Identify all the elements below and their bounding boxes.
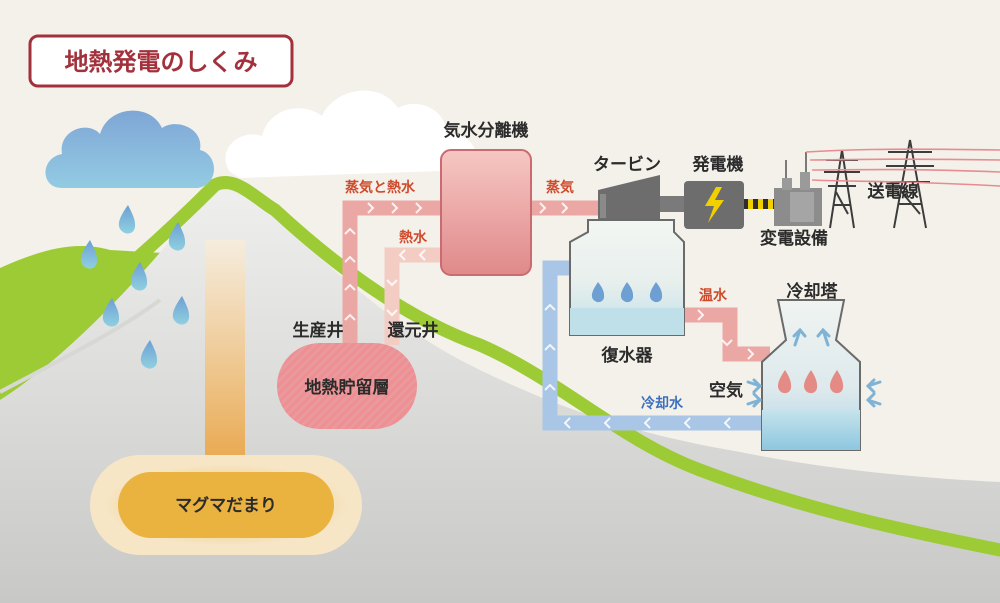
transformer-icon bbox=[774, 152, 822, 226]
magma-label: マグマだまり bbox=[175, 495, 277, 516]
magma-conduit bbox=[205, 240, 245, 470]
tower-droplets-icon bbox=[777, 370, 844, 394]
air-label: 空気 bbox=[709, 380, 743, 401]
page-title: 地熱発電のしくみ bbox=[65, 48, 258, 76]
flow-label-steam-hotwater: 蒸気と熱水 bbox=[345, 179, 416, 196]
rain-drops-icon bbox=[80, 205, 190, 369]
production-well-label: 生産井 bbox=[293, 320, 344, 341]
power-cable bbox=[744, 199, 774, 209]
separator-tank bbox=[440, 149, 532, 276]
title-box bbox=[28, 34, 294, 88]
warm-water-pipe bbox=[684, 307, 770, 362]
transformer-label: 変電設備 bbox=[760, 228, 828, 249]
flow-label-cooling-water: 冷却水 bbox=[641, 395, 684, 412]
condenser-label: 復水器 bbox=[601, 345, 654, 366]
flow-label-steam: 蒸気 bbox=[546, 179, 574, 196]
turbine-shaft bbox=[660, 196, 684, 212]
air-arrows-icon bbox=[746, 327, 882, 408]
lightning-icon bbox=[705, 187, 724, 223]
generator-label: 発電機 bbox=[692, 154, 744, 175]
steam-hotwater-pipe bbox=[342, 200, 445, 345]
reservoir-label: 地熱貯留層 bbox=[305, 377, 390, 398]
rain-cloud-icon bbox=[45, 110, 214, 188]
reinjection-well-label: 還元井 bbox=[388, 320, 439, 341]
separator-label: 気水分離機 bbox=[443, 120, 529, 141]
turbine-label: タービン bbox=[593, 155, 661, 175]
cooling-tower-label: 冷却塔 bbox=[787, 281, 839, 302]
reservoir bbox=[277, 343, 417, 429]
mountain-outline bbox=[0, 176, 1000, 557]
condenser-drops-icon bbox=[591, 282, 663, 303]
condenser-tank bbox=[569, 219, 685, 336]
power-lines bbox=[805, 148, 1000, 187]
flow-label-hot-water: 熱水 bbox=[399, 229, 428, 246]
smoke-cloud bbox=[225, 90, 476, 178]
magma-chamber bbox=[90, 455, 362, 555]
flow-label-warm-water: 温水 bbox=[699, 287, 728, 304]
ground-line bbox=[0, 298, 162, 394]
transmission-label: 送電線 bbox=[868, 181, 919, 202]
transmission-towers-icon bbox=[824, 139, 934, 229]
